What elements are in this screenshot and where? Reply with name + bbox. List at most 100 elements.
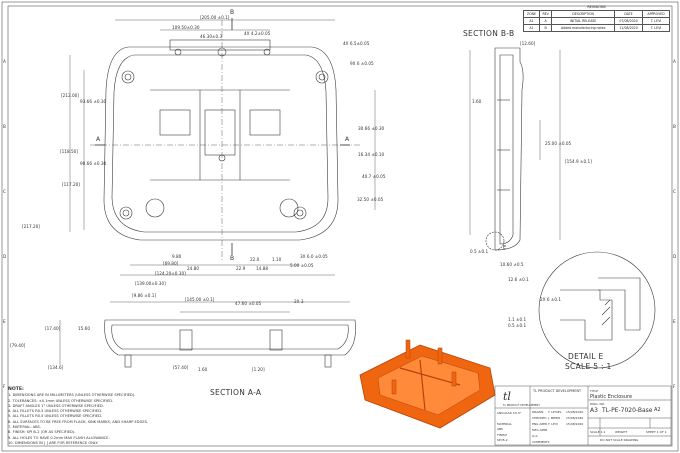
detail-e-hatch: [604, 299, 611, 306]
dim-label: 22.9: [236, 266, 246, 271]
dim-label: 24.80: [187, 266, 199, 271]
top-view-flange-top: [169, 39, 271, 51]
top-view-pocket: [159, 109, 191, 136]
boss-hole: [121, 70, 135, 84]
section-aa-foot: [124, 354, 132, 368]
section-aa-title: SECTION A-A: [210, 388, 262, 397]
dim-label: 46.30±0.3: [200, 34, 223, 39]
rev-value: A2: [654, 407, 661, 413]
company-name: TL PRODUCT DEVELOPMENT: [533, 389, 582, 393]
section-aa-outline: [104, 319, 356, 356]
zone-letter: C: [3, 189, 6, 194]
revisions-title: REVISIONS: [587, 5, 606, 9]
zone-letter: B: [673, 124, 676, 129]
note-item: 4. ALL FILLETS R0.5 UNLESS OTHERWISE SPE…: [8, 409, 103, 414]
dim-label: [79.40]: [10, 343, 26, 348]
tb-date: 15/08/2020: [566, 410, 584, 414]
dim-label: [205.00 ±0.1]: [200, 15, 230, 20]
boss-hole-inner: [318, 73, 326, 81]
boss-hole: [293, 206, 307, 220]
detail-e-profile-lip: [598, 277, 641, 331]
tb-name: J. MEIER: [548, 416, 561, 420]
dim-label: [217.20]: [22, 224, 40, 229]
notes-title: NOTE:: [8, 387, 24, 392]
rib-star: [279, 198, 299, 218]
note-item: 5. ALL FILLETS R0.5 UNLESS OTHERWISE SPE…: [8, 414, 103, 419]
zone-letter: C: [673, 189, 676, 194]
dim-label: 9X 6 ±0.05: [350, 61, 374, 66]
tb-name: T. LEVIEL: [548, 410, 562, 414]
rev-col-zone: ZONE: [523, 10, 540, 18]
material-value: ABS: [497, 427, 503, 431]
section-aa-view: [59, 301, 356, 368]
detail-e-scale: SCALE 5 : 1: [565, 362, 612, 371]
title-block-frame: [494, 385, 672, 446]
section-marker-a: A: [345, 136, 350, 143]
dim-label: 14.88: [256, 266, 268, 271]
section-marker-b: B: [230, 9, 235, 16]
scale-value: SCALE 1:1: [590, 430, 606, 434]
zone-letter: F: [3, 384, 6, 389]
boss-hole: [263, 48, 271, 56]
detail-e-profile: [560, 289, 613, 341]
zone-letter: A: [673, 59, 676, 64]
note-item: 7. MATERIAL: ABS.: [8, 425, 41, 430]
dim-label: [212.00]: [61, 93, 79, 98]
tb-row-label: CHECKED: [532, 416, 547, 420]
dim-label: [9.86 ±0.1]: [132, 293, 157, 298]
dwg-no-label: DWG. NO.: [590, 402, 605, 406]
title-block: tl TL PRODUCT DEVELOPMENT TL PRODUCT DEV…: [495, 386, 671, 445]
dim-label: [139.00±0.30]: [135, 281, 166, 286]
note-item: 3. DRAFT ANGLES 1° UNLESS OTHERWISE SPEC…: [8, 403, 104, 408]
zone-letter: E: [3, 319, 6, 324]
company-logo: tl: [503, 390, 511, 403]
dim-label: 3X 6.0 ±0.05: [300, 254, 328, 259]
finish-value: SPI B-2: [497, 438, 508, 442]
rev-description: Added manufacturing notes: [551, 24, 615, 32]
top-view: [69, 19, 376, 276]
dim-label: 32.50 ±0.05: [357, 197, 384, 202]
tb-date: 15/08/2020: [566, 416, 584, 420]
rev-col-approved: APPROVED: [642, 10, 670, 18]
detail-e-title: DETAIL E: [568, 352, 604, 361]
top-view-inner-outline: [111, 54, 329, 233]
detail-e-hatch: [601, 306, 611, 316]
boss-hole-inner: [122, 209, 130, 217]
dim-label: 4X 4.2±0.05: [244, 31, 271, 36]
section-bb-outline: [494, 47, 524, 251]
revisions-header-row: ZONE REV DESCRIPTION DATE APPROVED: [523, 10, 670, 18]
section-aa-boss: [269, 329, 283, 351]
rev-approved: T. LEVI: [642, 24, 670, 32]
dim-label: 47.60 ±0.05: [235, 301, 262, 306]
dim-label: 22.0: [250, 257, 260, 262]
boss-hole: [315, 70, 329, 84]
rev-col-rev: REV: [538, 10, 553, 18]
rev-approved: T. LEVI: [642, 17, 670, 25]
weight-label: WEIGHT: [615, 430, 628, 434]
dim-label: 5.00 ±0.05: [290, 263, 314, 268]
part-number: TL-PE-7020-Base: [602, 407, 653, 414]
zone-letter: A: [3, 59, 6, 64]
dim-label: [154.9 ±0.1]: [565, 159, 592, 164]
top-view-pocket: [249, 109, 281, 136]
section-bb-inner: [499, 54, 514, 245]
isometric-render: [359, 339, 496, 429]
dim-label: 1.10: [272, 257, 282, 262]
revision-row: A1 B Added manufacturing notes 11/08/202…: [523, 24, 670, 32]
zone-letter: E: [673, 319, 676, 324]
title-label: TITLE: [590, 389, 599, 393]
tb-row-label: ENG APPR: [532, 422, 548, 426]
iso-post: [405, 339, 411, 359]
boss-hole: [119, 206, 133, 220]
dim-label: 16.34 ±0.10: [358, 152, 385, 157]
note-item: 6. ALL SURFACES TO BE FREE FROM FLASH, S…: [8, 419, 149, 424]
dim-label: [124.20±0.30]: [155, 271, 186, 276]
dim-label: 15.60: [78, 326, 90, 331]
drawing-title: Plastic Enclosure: [590, 394, 633, 400]
section-aa-foot: [324, 354, 332, 368]
note-item: 8. FINISH: SPI B-2 (OR AS SPECIFIED).: [8, 430, 76, 435]
footer-note: DO NOT SCALE DRAWING: [600, 438, 639, 442]
detail-e-view: [538, 251, 656, 369]
